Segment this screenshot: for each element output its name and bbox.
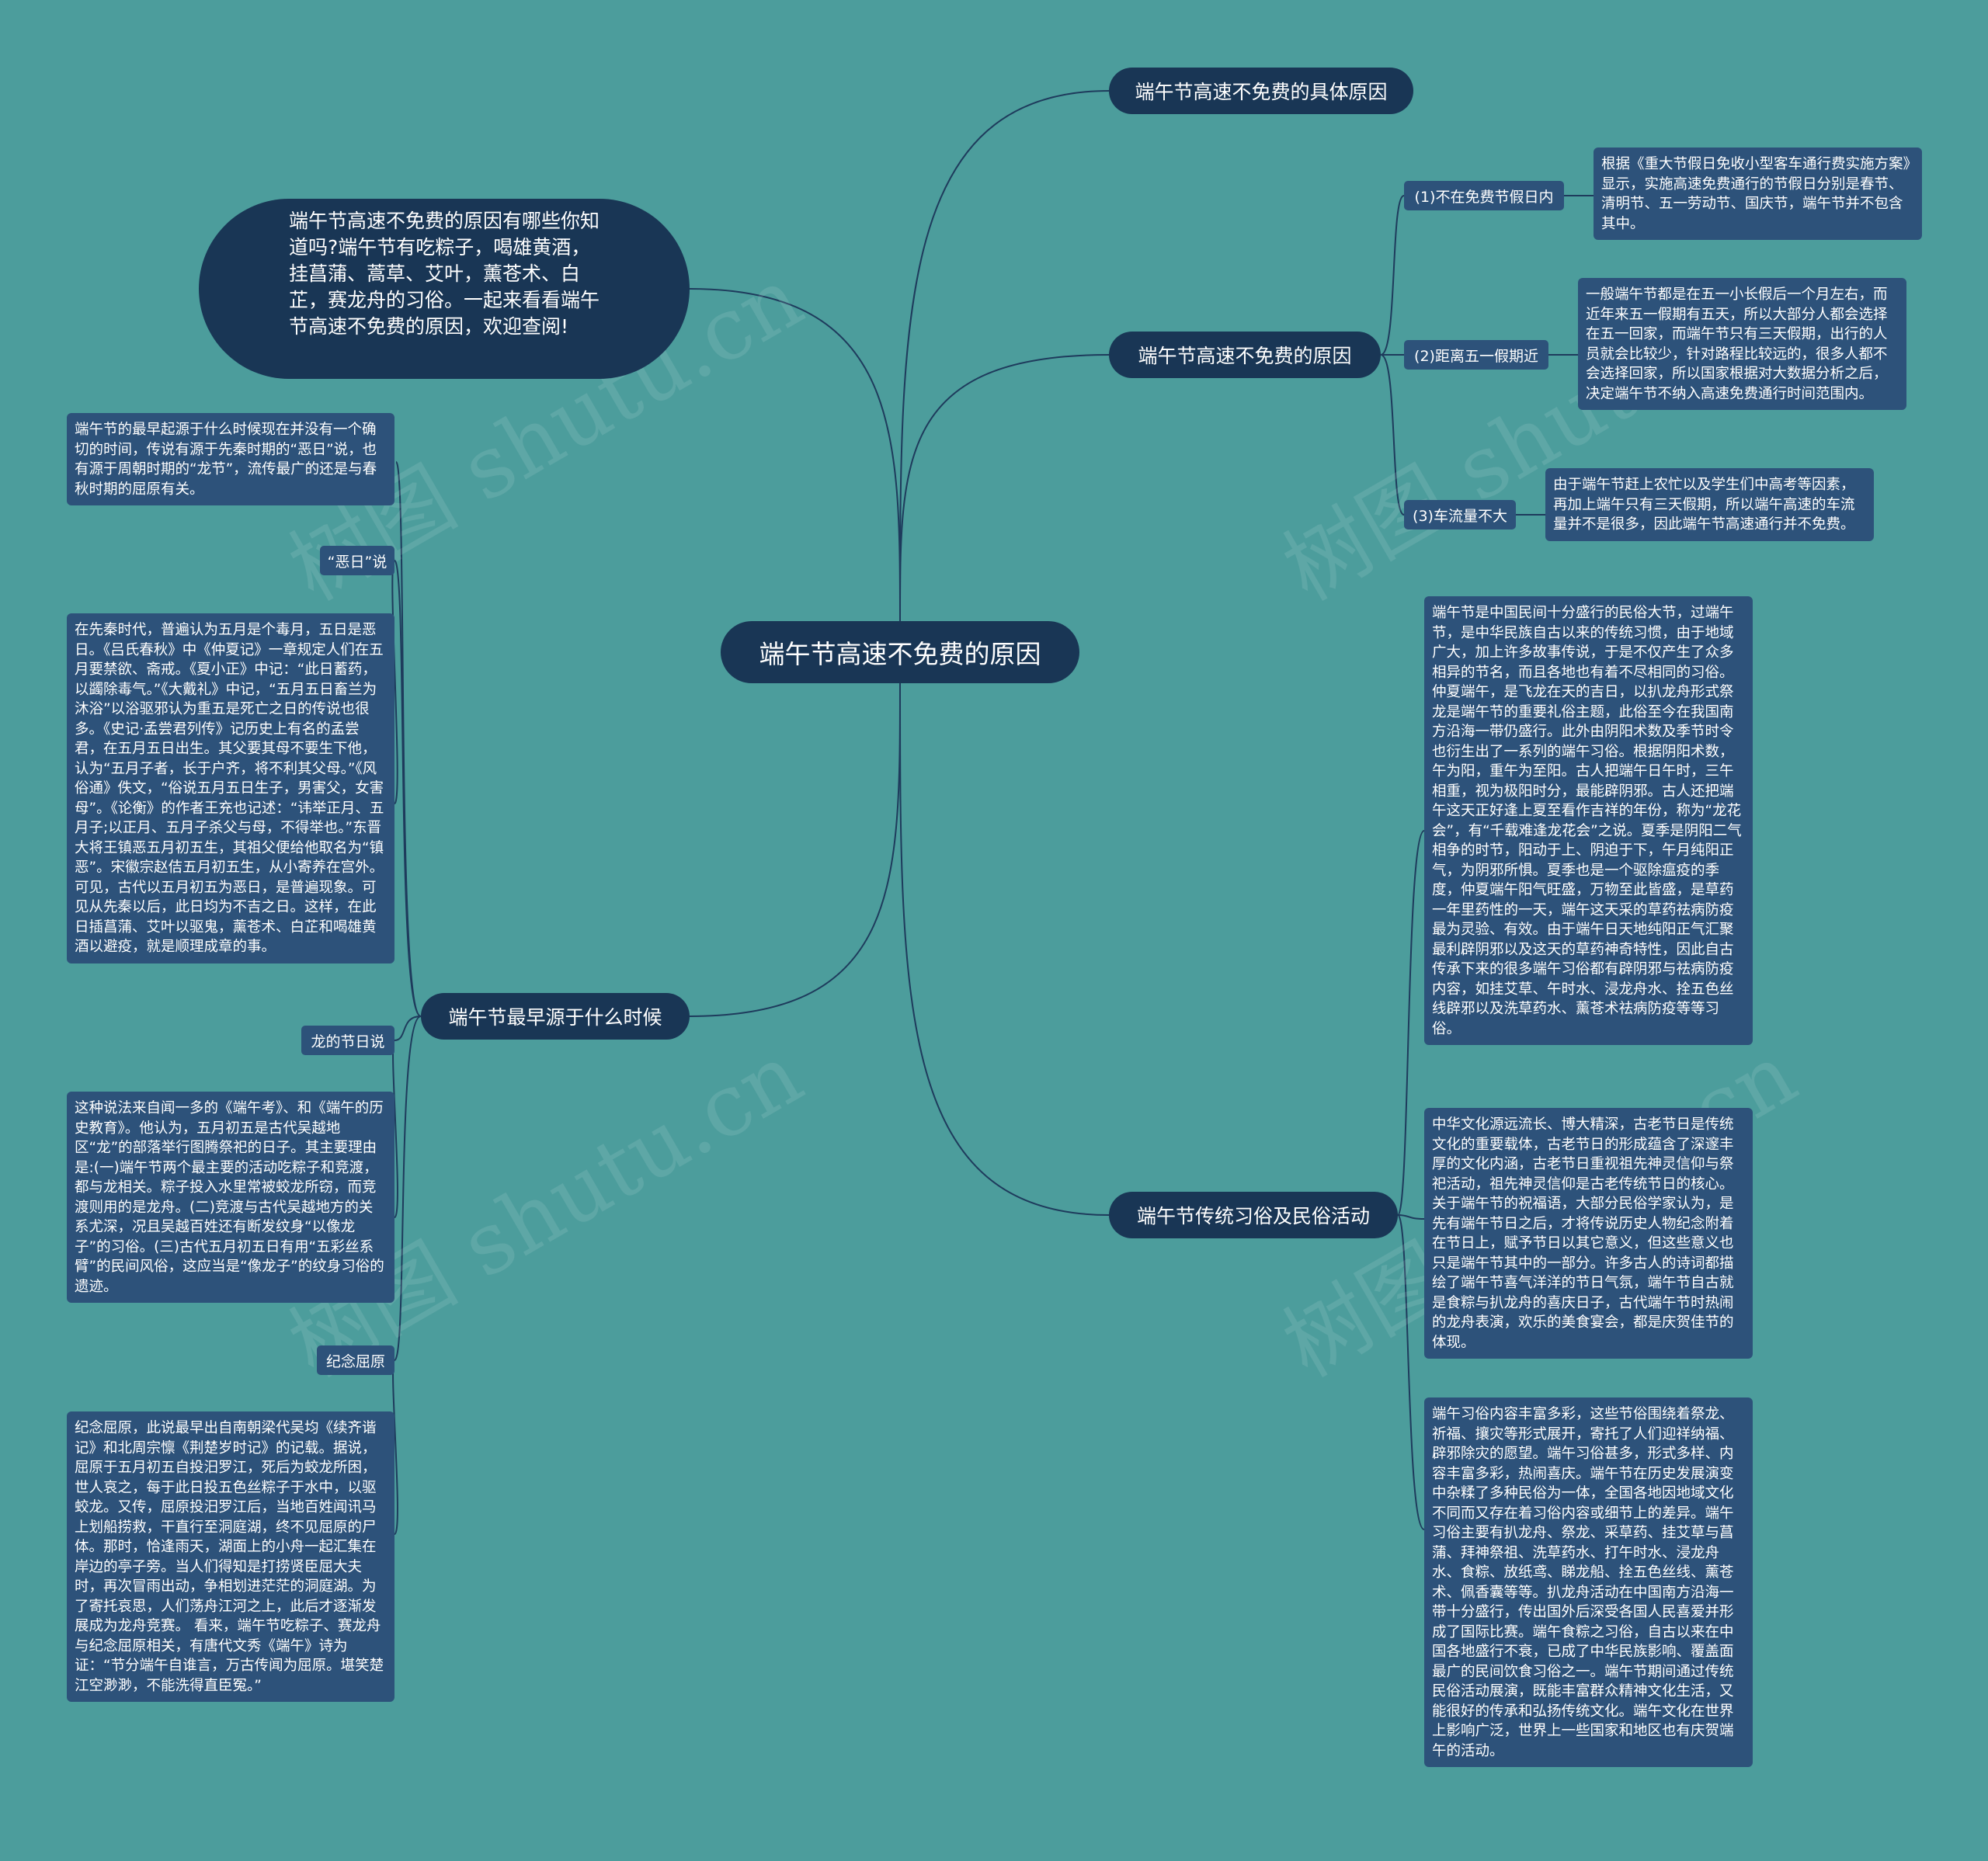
origin-text-evil-day: 在先秦时代，普遍认为五月是个毒月，五日是恶日。《吕氏春秋》中《仲夏记》一章规定人…	[67, 613, 394, 963]
topic-origin[interactable]: 端午节最早源于什么时候	[421, 993, 690, 1040]
link-customs-leaf1	[1397, 830, 1425, 1216]
link-origin-label2	[394, 1016, 422, 1041]
link-root-origin	[689, 682, 901, 1017]
reason-text-not-free-holiday: 根据《重大节假日免收小型客车通行费实施方案》显示，实施高速免费通行的节假日分别是…	[1594, 148, 1922, 240]
link-origin-label1	[394, 560, 422, 1017]
link-customs-leaf2	[1397, 1214, 1425, 1220]
origin-label-evil-day[interactable]: “恶日”说	[320, 546, 394, 575]
topic-reasons[interactable]: 端午节高速不免费的原因	[1109, 332, 1381, 378]
link-root-customs	[899, 682, 1110, 1216]
customs-text-1: 端午节是中国民间十分盛行的民俗大节，过端午节，是中华民族自古以来的传统习惯，由于…	[1424, 596, 1753, 1045]
topic-customs[interactable]: 端午节传统习俗及民俗活动	[1109, 1192, 1398, 1238]
link-root-specific	[899, 90, 1110, 622]
link-root-intro	[689, 288, 901, 622]
customs-text-2: 中华文化源远流长、博大精深，古老节日是传统文化的重要载体，古老节日的形成蕴含了深…	[1424, 1108, 1753, 1359]
origin-label-dragon-festival[interactable]: 龙的节日说	[301, 1026, 394, 1055]
origin-label-qu-yuan[interactable]: 纪念屈原	[317, 1345, 394, 1375]
link-reasons-sub3	[1380, 354, 1405, 516]
reason-text-near-mayday: 一般端午节都是在五一小长假后一个月左右，而近年来五一假期有五天，所以大部分人都会…	[1578, 278, 1906, 410]
link-origin-label3	[394, 1016, 422, 1361]
topic-specific-reasons[interactable]: 端午节高速不免费的具体原因	[1109, 68, 1413, 114]
reason-label-near-mayday[interactable]: (2)距离五一假期近	[1404, 340, 1548, 370]
intro-bubble[interactable]: 端午节高速不免费的原因有哪些你知道吗?端午节有吃粽子，喝雄黄酒，挂菖蒲、蒿草、艾…	[199, 199, 690, 379]
origin-text-qu-yuan: 纪念屈原，此说最早出自南朝梁代吴均《续齐谐记》和北周宗懔《荆楚岁时记》的记载。据…	[67, 1411, 394, 1702]
origin-text-dragon-festival: 这种说法来自闻一多的《端午考》、和《端午的历史教育》。他认为，五月初五是古代吴越…	[67, 1092, 394, 1303]
reason-label-not-free-holiday[interactable]: (1)不在免费节假日内	[1404, 181, 1564, 210]
link-origin-intro	[395, 461, 422, 1017]
link-root-reasons	[899, 354, 1110, 622]
customs-text-3: 端午习俗内容丰富多彩，这些节俗围绕着祭龙、祈福、攘灾等形式展开，寄托了人们迎祥纳…	[1424, 1397, 1753, 1767]
reason-label-low-traffic[interactable]: (3)车流量不大	[1404, 500, 1516, 529]
root-topic[interactable]: 端午节高速不免费的原因	[721, 621, 1079, 683]
reason-text-low-traffic: 由于端午节赶上农忙以及学生们中高考等因素，再加上端午只有三天假期，所以端午高速的…	[1545, 468, 1874, 541]
link-reasons-sub1	[1380, 195, 1405, 356]
origin-intro-text: 端午节的最早起源于什么时候现在并没有一个确切的时间，传说有源于先秦时期的“恶日”…	[67, 413, 394, 505]
link-customs-leaf3	[1397, 1214, 1425, 1530]
